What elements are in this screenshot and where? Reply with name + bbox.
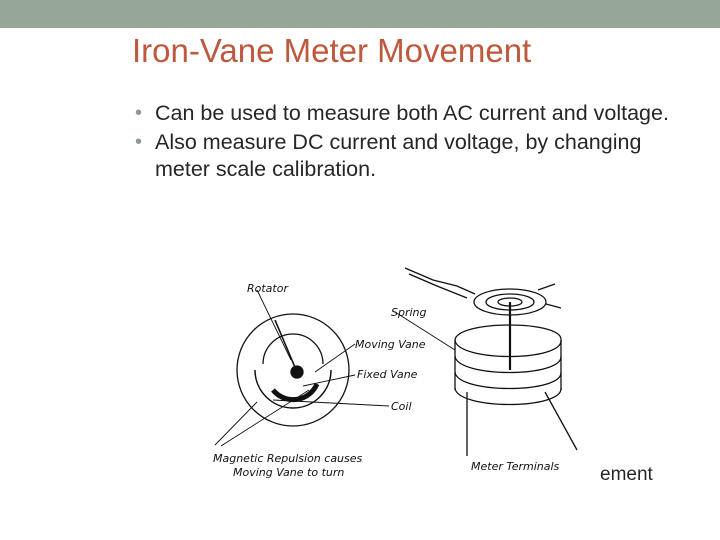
label-fixed-vane: Fixed Vane	[357, 368, 418, 381]
label-coil: Coil	[391, 400, 412, 413]
label-repulsion-line1: Magnetic Repulsion causes	[213, 452, 363, 465]
spring-assembly	[404, 267, 562, 316]
figure-caption-fragment: ement	[600, 464, 653, 485]
label-meter-terminals: Meter Terminals	[471, 460, 560, 473]
top-accent-bar	[0, 0, 720, 28]
label-rotator: Rotator	[247, 282, 289, 295]
rotator-pivot	[290, 365, 304, 379]
label-leaders	[214, 289, 456, 447]
fixed-vane-arc	[254, 369, 332, 409]
bullet-item: • Can be used to measure both AC current…	[133, 100, 693, 127]
label-repulsion-line2: Moving Vane to turn	[233, 466, 344, 479]
iron-vane-diagram: Rotator Spring Moving Vane Fixed Vane Co…	[213, 267, 578, 479]
bullet-text: Can be used to measure both AC current a…	[155, 101, 669, 125]
slide-title: Iron-Vane Meter Movement	[132, 32, 532, 69]
rotator-housing	[236, 313, 350, 427]
bullet-marker-icon: •	[135, 102, 143, 124]
bullet-item: • Also measure DC current and voltage, b…	[133, 129, 693, 183]
label-spring: Spring	[391, 306, 427, 319]
rotator-pointer	[274, 319, 298, 373]
coil-windings	[454, 324, 562, 406]
bullet-marker-icon: •	[135, 131, 143, 153]
bullet-text: Also measure DC current and voltage, by …	[155, 130, 642, 181]
bullet-list: • Can be used to measure both AC current…	[133, 100, 693, 185]
label-moving-vane: Moving Vane	[355, 338, 426, 351]
moving-vane-arc	[271, 382, 320, 403]
meter-terminal-leads	[466, 391, 578, 456]
